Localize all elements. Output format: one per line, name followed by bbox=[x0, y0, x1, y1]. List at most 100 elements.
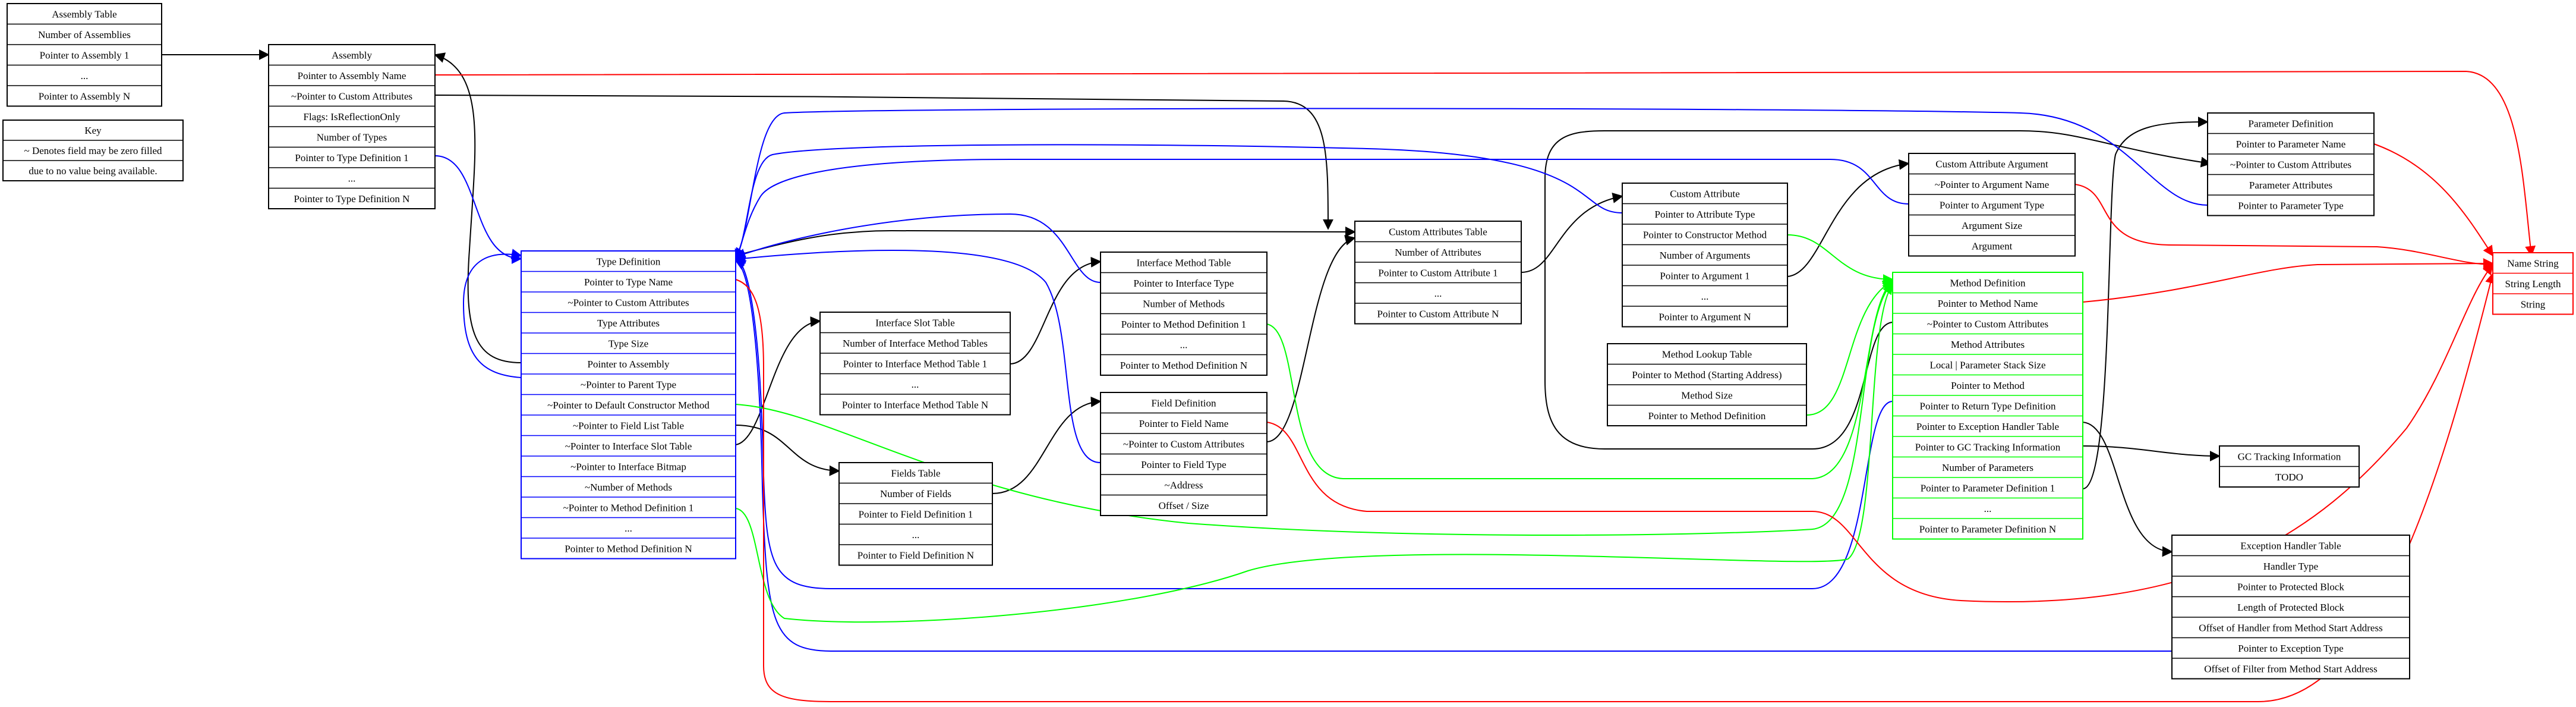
table-field: Method Size bbox=[1681, 389, 1732, 401]
table-title: Method Lookup Table bbox=[1662, 348, 1752, 360]
table-field: Type Attributes bbox=[597, 318, 660, 329]
table-key: Key~ Denotes field may be zero filleddue… bbox=[2, 120, 184, 181]
table-field: ... bbox=[1434, 288, 1442, 299]
table-title: Method Definition bbox=[1950, 277, 2026, 288]
table-custom-attribute-argument: Custom Attribute Argument ~Pointer to Arg… bbox=[1908, 153, 2076, 257]
table-field: Number of Methods bbox=[1143, 298, 1225, 309]
table-field: Pointer to Argument N bbox=[1659, 311, 1751, 322]
table-field: Pointer to Attribute Type bbox=[1655, 209, 1755, 220]
table-field: Pointer to Custom Attribute 1 bbox=[1378, 267, 1497, 278]
arrow-parameter-name bbox=[2373, 143, 2493, 257]
table-frame bbox=[2492, 252, 2574, 315]
table-field: ~Number of Methods bbox=[585, 482, 672, 493]
table-title: Assembly Table bbox=[52, 8, 116, 20]
table-field: Local | Parameter Stack Size bbox=[1929, 359, 2045, 370]
table-field: ~Pointer to Custom Attributes bbox=[2230, 159, 2351, 170]
table-title: Assembly bbox=[332, 49, 373, 61]
table-field: Offset / Size bbox=[1159, 500, 1209, 511]
arrow-return-type bbox=[734, 256, 1893, 589]
arrow-fields-to-field-def bbox=[992, 396, 1102, 494]
table-field: Pointer to Method Name bbox=[1938, 298, 2038, 309]
table-title: Custom Attribute Argument bbox=[1935, 158, 2048, 169]
table-frame bbox=[1354, 221, 1522, 325]
table-field: Pointer to Type Definition N bbox=[294, 193, 410, 205]
arrow-method-def-to-gc bbox=[2082, 445, 2221, 461]
table-field: ~Pointer to Parent Type bbox=[581, 379, 676, 390]
table-field: ~Pointer to Custom Attributes bbox=[1123, 438, 1244, 450]
table-field: Pointer to Argument 1 bbox=[1660, 270, 1749, 281]
table-field: ... bbox=[81, 70, 89, 81]
arrow-assembly-custom-attrs bbox=[434, 95, 1333, 230]
table-field: Pointer to Method Definition bbox=[1648, 410, 1766, 422]
table-field: Pointer to Field Name bbox=[1139, 418, 1229, 429]
arrow-assembly-to-type-def bbox=[434, 155, 522, 264]
table-title: Field Definition bbox=[1151, 397, 1216, 409]
table-title: Type Definition bbox=[597, 256, 661, 267]
table-title: Name String bbox=[2507, 257, 2559, 269]
table-field: ~Pointer to Default Constructor Method bbox=[547, 400, 710, 411]
table-title: GC Tracking Information bbox=[2238, 451, 2341, 462]
table-field: ... bbox=[912, 529, 920, 541]
table-field: Type Size bbox=[608, 338, 648, 349]
arrow-slot-to-interface-method bbox=[1010, 256, 1102, 365]
table-frame bbox=[1908, 153, 2076, 257]
table-title: Exception Handler Table bbox=[2240, 540, 2341, 551]
table-field: ~ Denotes field may be zero filled bbox=[24, 145, 162, 156]
table-field: Pointer to Argument Type bbox=[1940, 199, 2044, 210]
table-field: Pointer to Method Definition N bbox=[1120, 360, 1247, 371]
table-field: Pointer to Assembly Name bbox=[298, 70, 406, 81]
arrow-lookup-method-def bbox=[1806, 280, 1894, 416]
table-field: Pointer to GC Tracking Information bbox=[1915, 441, 2061, 453]
arrow-type-method-def bbox=[735, 283, 1894, 623]
table-field: ~Pointer to Argument Name bbox=[1935, 179, 2050, 190]
table-field: due to no value being available. bbox=[29, 165, 157, 177]
table-field: ... bbox=[348, 172, 356, 184]
arrow-constructor-method bbox=[1787, 234, 1894, 285]
table-frame bbox=[1622, 183, 1788, 328]
table-field: Pointer to Parameter Name bbox=[2236, 139, 2346, 150]
table-field: Offset of Filter from Method Start Addre… bbox=[2204, 663, 2377, 674]
arrow-field-type bbox=[734, 250, 1101, 463]
table-field: Number of Attributes bbox=[1395, 247, 1481, 258]
arrow-field-name bbox=[1266, 263, 2494, 603]
arrow-interface-type bbox=[734, 213, 1101, 283]
table-field: Pointer to Parameter Definition N bbox=[1919, 523, 2056, 535]
table-field: Pointer to Field Definition 1 bbox=[859, 508, 973, 520]
table-field: Pointer to Exception Type bbox=[2238, 643, 2343, 654]
arrow-default-constructor bbox=[735, 281, 1894, 536]
table-field: Pointer to Interface Type bbox=[1134, 278, 1234, 289]
table-field: Length of Protected Block bbox=[2237, 602, 2344, 613]
table-field: Pointer to Type Definition 1 bbox=[295, 152, 408, 164]
table-field: Pointer to Exception Handler Table bbox=[1916, 421, 2059, 432]
table-field: Number of Fields bbox=[880, 488, 951, 499]
arrow-type-to-assembly bbox=[434, 52, 522, 363]
arrow-interface-method-def bbox=[1266, 279, 1894, 479]
table-title: Custom Attributes Table bbox=[1389, 226, 1487, 237]
arrow-field-custom-attrs bbox=[1266, 235, 1356, 442]
table-field: Pointer to Assembly 1 bbox=[40, 49, 130, 61]
arrow-method-def-to-exception-table bbox=[2082, 422, 2173, 557]
table-field: Pointer to Method (Starting Address) bbox=[1632, 369, 1782, 381]
table-field: ~Pointer to Custom Attributes bbox=[1927, 318, 2048, 329]
table-field: Offset of Handler from Method Start Addr… bbox=[2199, 622, 2382, 633]
table-field: Pointer to Method Definition 1 bbox=[1121, 319, 1247, 330]
table-field: Pointer to Constructor Method bbox=[1643, 229, 1767, 240]
arrow-method-def-custom-attrs bbox=[1544, 130, 2212, 450]
table-field: Pointer to Parameter Type bbox=[2238, 200, 2343, 211]
table-field: Number of Parameters bbox=[1942, 462, 2033, 473]
table-field: Number of Arguments bbox=[1660, 250, 1751, 261]
table-field: Pointer to Interface Method Table 1 bbox=[843, 358, 988, 369]
table-field: ~Pointer to Field List Table bbox=[573, 420, 684, 431]
table-frame bbox=[838, 462, 993, 566]
table-frame bbox=[7, 3, 162, 107]
table-field: ... bbox=[912, 379, 919, 390]
table-frame bbox=[2171, 535, 2410, 680]
